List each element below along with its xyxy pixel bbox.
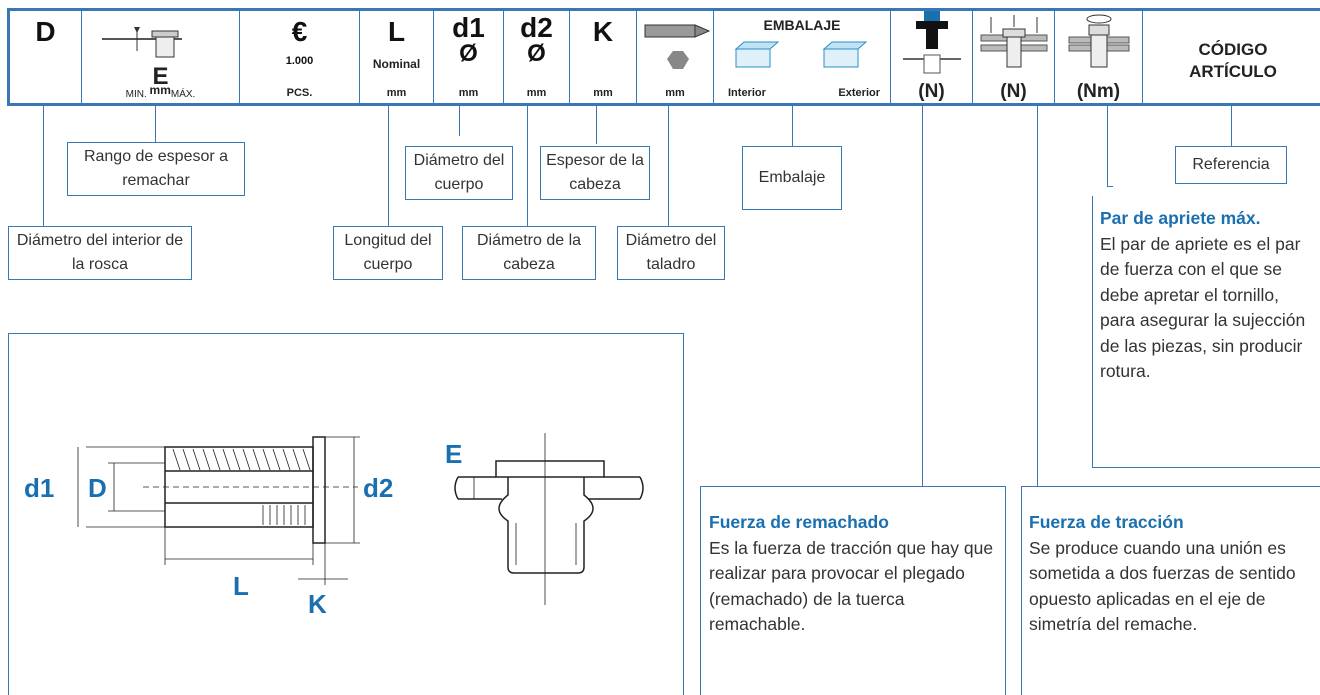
torque-unit: (Nm) (1076, 81, 1121, 102)
connector-code (1231, 106, 1232, 146)
torque-tick (1107, 186, 1113, 187)
packing-title: EMBALAJE (763, 17, 841, 33)
d2-letter: d2 (520, 12, 553, 43)
rivet-force-title: Fuerza de remachado (709, 512, 889, 532)
rivet-force-unit: (N) (918, 81, 945, 102)
connector-rivet-force (922, 106, 923, 486)
dim-E: E (445, 439, 462, 469)
e-mm: mm (149, 83, 171, 97)
k-unit: mm (593, 87, 613, 99)
d1-symbol: Ø (459, 40, 478, 67)
drill-bit-icon (644, 24, 711, 69)
connector-d2 (527, 106, 528, 226)
connector-d (43, 106, 44, 226)
label-body-length: Longitud del cuerpo (333, 226, 443, 280)
l-letter: L (387, 16, 406, 47)
l-nominal: Nominal (372, 57, 421, 71)
col-torque: (Nm) (1055, 11, 1143, 103)
dim-d1: d1 (24, 473, 54, 503)
code-line2: ARTÍCULO (1189, 62, 1277, 81)
label-body-diameter: Diámetro del cuerpo (405, 146, 513, 200)
box-icons (734, 41, 868, 68)
col-rivet-force: (N) (891, 11, 973, 103)
packing-interior: Interior (728, 87, 766, 99)
col-drill: mm (637, 11, 714, 103)
connector-e (155, 106, 156, 142)
dim-D: D (88, 473, 107, 503)
dim-K: K (308, 589, 327, 619)
traction-panel (1021, 486, 1320, 695)
e-min: MIN. (125, 89, 147, 100)
label-head-thickness: Espesor de la cabeza (540, 146, 650, 200)
traction-text: Se produce cuando una unión es sometida … (1029, 537, 1296, 635)
traction-force-unit: (N) (1000, 81, 1027, 102)
connector-d1 (459, 106, 460, 136)
drill-unit: mm (665, 87, 685, 99)
label-thread-diameter: Diámetro del interior de la rosca (8, 226, 192, 280)
dim-d2: d2 (363, 473, 393, 503)
label-packing: Embalaje (742, 146, 842, 210)
connector-drill (668, 106, 669, 226)
e-range-units: MIN. mmMÁX. (82, 83, 239, 100)
label-range: Rango de espesor a remachar (67, 142, 245, 196)
price-unit: PCS. (286, 87, 313, 99)
d2-symbol: Ø (527, 40, 546, 67)
traction-title: Fuerza de tracción (1029, 512, 1184, 532)
col-packing: EMBALAJE Interior Exterior (714, 11, 891, 103)
rivet-range-icon (102, 27, 182, 58)
rivet-force-note: Fuerza de remachado Es la fuerza de trac… (709, 510, 999, 638)
label-drill-diameter: Diámetro del taladro (617, 226, 725, 280)
torque-icon (1068, 14, 1130, 68)
connector-k (596, 106, 597, 144)
rivet-force-icon (903, 11, 961, 74)
connector-packing (792, 106, 793, 146)
traction-force-icon (980, 15, 1048, 68)
col-d: D (10, 11, 82, 103)
col-k: K mm (570, 11, 637, 103)
col-d-label: D (35, 16, 56, 47)
code-line1: CÓDIGO (1198, 40, 1268, 59)
col-d1: d1 Ø mm (434, 11, 504, 103)
torque-note-text: El par de apriete es el par de fuerza co… (1100, 233, 1306, 382)
rivet-nut-drawing: d1 D d2 L K E (24, 433, 644, 619)
e-letter: E (152, 63, 169, 90)
col-d2: d2 Ø mm (504, 11, 570, 103)
col-price: € 1.000 PCS. (240, 11, 360, 103)
l-unit: mm (386, 87, 407, 99)
torque-note-title: Par de apriete máx. (1100, 208, 1261, 228)
euro-symbol: € (291, 16, 308, 47)
col-traction-force: (N) (973, 11, 1055, 103)
e-max: MÁX. (170, 89, 196, 100)
rivet-force-panel (700, 486, 1006, 695)
col-l: L Nominal mm (360, 11, 434, 103)
drawing-panel (8, 333, 684, 695)
label-head-diameter: Diámetro de la cabeza (462, 226, 596, 280)
dim-L: L (233, 571, 249, 601)
rivet-force-text: Es la fuerza de tracción que hay que rea… (709, 537, 994, 635)
connector-torque (1107, 106, 1108, 186)
dimension-labels: d1 D d2 L K E (24, 439, 462, 619)
side-view (77, 436, 360, 585)
connector-traction (1037, 106, 1038, 486)
k-letter: K (592, 16, 614, 47)
d1-unit: mm (458, 87, 479, 99)
d1-letter: d1 (452, 12, 485, 43)
col-code: CÓDIGO ARTÍCULO (1143, 11, 1320, 103)
header-table: D E MIN. mmMÁX. € 1.000 PCS. L Nominal m… (7, 8, 1320, 106)
col-e: E MIN. mmMÁX. (82, 11, 240, 103)
label-reference: Referencia (1175, 146, 1287, 184)
traction-note: Fuerza de tracción Se produce cuando una… (1029, 510, 1319, 638)
installed-view (454, 433, 644, 605)
d2-unit: mm (526, 87, 547, 99)
connector-l (388, 106, 389, 226)
torque-note: Par de apriete máx. El par de apriete es… (1100, 206, 1316, 385)
price-qty: 1.000 (285, 55, 314, 67)
torque-panel (1092, 196, 1320, 468)
packing-exterior: Exterior (838, 87, 880, 99)
